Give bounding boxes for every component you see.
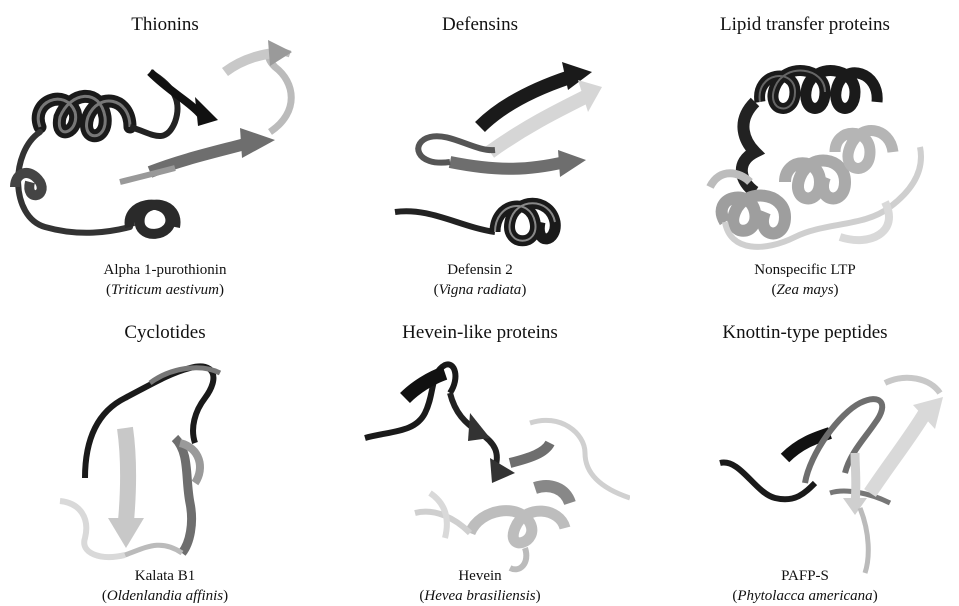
hevein-structure-image <box>330 343 630 578</box>
protein-name: Hevein <box>330 568 630 585</box>
species-name: (Oldenlandia affinis) <box>0 588 330 605</box>
species-italic: Triticum aestivum <box>111 282 219 298</box>
species-italic: Hevea brasiliensis <box>424 588 535 604</box>
species-italic: Oldenlandia affinis <box>107 588 223 604</box>
panel-hevein-like-proteins: Hevein-like proteins Hevein (Hevea brasi… <box>330 303 630 606</box>
species-name: (Phytolacca americana) <box>655 588 955 605</box>
species-name: (Zea mays) <box>655 282 955 299</box>
protein-name: Alpha 1-purothionin <box>0 262 330 279</box>
species-italic: Phytolacca americana <box>737 588 872 604</box>
panel-cyclotides: Cyclotides Kalata B1 (Oldenlandia affini… <box>0 303 330 606</box>
protein-name: PAFP-S <box>655 568 955 585</box>
species-name: (Hevea brasiliensis) <box>330 588 630 605</box>
family-title: Hevein-like proteins <box>330 322 630 344</box>
ltp-structure-image <box>655 32 955 262</box>
species-italic: Vigna radiata <box>439 282 522 298</box>
panel-lipid-transfer-proteins: Lipid transfer proteins Nonspecific LTP … <box>655 0 955 303</box>
family-title: Cyclotides <box>0 322 330 344</box>
species-name: (Vigna radiata) <box>330 282 630 299</box>
knottin-structure-image <box>655 343 955 578</box>
cyclotide-structure-image <box>0 343 330 578</box>
protein-name: Nonspecific LTP <box>655 262 955 279</box>
thionin-structure-image <box>0 32 330 262</box>
panel-defensins: Defensins Defensin 2 (Vigna radiata) <box>330 0 630 303</box>
family-title: Knottin-type peptides <box>655 322 955 344</box>
protein-name: Kalata B1 <box>0 568 330 585</box>
panel-thionins: Thionins Alpha 1-purothionin (Triticum a… <box>0 0 330 303</box>
species-name: (Triticum aestivum) <box>0 282 330 299</box>
protein-name: Defensin 2 <box>330 262 630 279</box>
panel-knottin-type-peptides: Knottin-type peptides PAFP-S (Phytolacca… <box>655 303 955 606</box>
defensin-structure-image <box>330 32 630 262</box>
species-italic: Zea mays <box>776 282 833 298</box>
